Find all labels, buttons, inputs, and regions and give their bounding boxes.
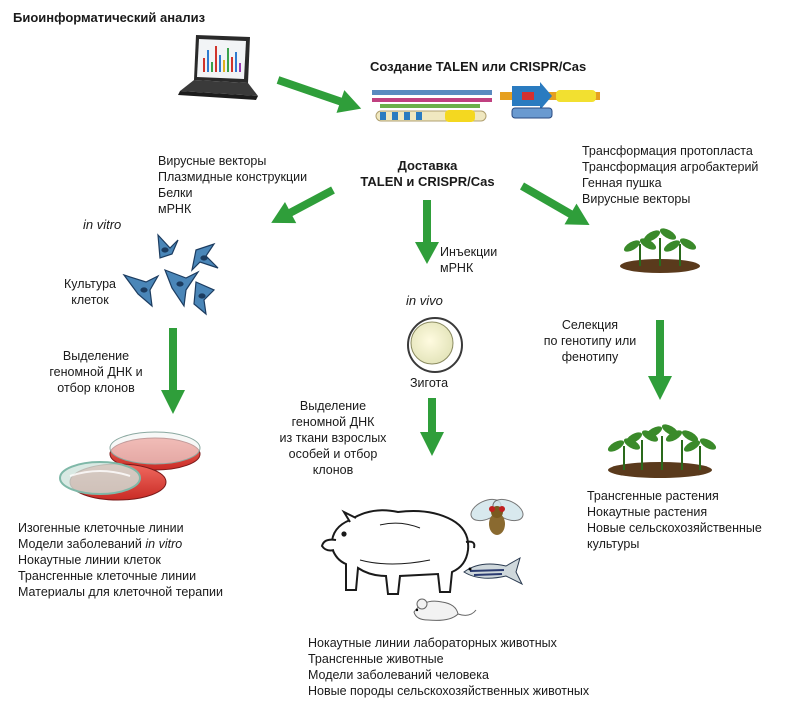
arrow-zygote-to-animals bbox=[420, 398, 444, 456]
left-result-item: Модели заболеваний in vitro bbox=[18, 536, 223, 552]
injection-label: Инъекции мРНК bbox=[440, 244, 497, 276]
middle-results-list: Нокаутные линии лабораторных животных Тр… bbox=[308, 635, 589, 699]
arrow-cells-to-dishes bbox=[161, 328, 185, 414]
zebrafish-icon bbox=[463, 556, 524, 586]
in-vitro-label: in vitro bbox=[83, 217, 122, 232]
selection-line: фенотипу bbox=[561, 350, 619, 364]
left-result-item: Изогенные клеточные линии bbox=[18, 521, 184, 535]
mouse-icon bbox=[413, 598, 477, 621]
left-method-item: Белки bbox=[158, 186, 193, 200]
genomic-left-line: геномной ДНК и bbox=[49, 365, 143, 379]
cell-culture-icon bbox=[122, 233, 219, 316]
laptop-icon bbox=[178, 35, 258, 100]
left-methods-list: Вирусные векторы Плазмидные конструкции … bbox=[158, 153, 307, 217]
right-result-item: Трансгенные растения bbox=[587, 489, 719, 503]
right-method-item: Вирусные векторы bbox=[582, 192, 691, 206]
middle-result-item: Новые породы сельскохозяйственных животн… bbox=[308, 684, 590, 698]
arrow-delivery-to-plants bbox=[520, 182, 590, 225]
right-method-item: Трансформация протопласта bbox=[582, 144, 753, 158]
selection-line: по генотипу или bbox=[543, 334, 637, 348]
left-result-item: Материалы для клеточной терапии bbox=[18, 585, 223, 599]
creation-title: Создание TALEN или CRISPR/Cas bbox=[370, 59, 587, 74]
middle-result-item: Трансгенные животные bbox=[308, 652, 444, 666]
delivery-line-1: Доставка bbox=[397, 158, 458, 173]
injection-line: Инъекции bbox=[440, 245, 498, 259]
genomic-left-line: отбор клонов bbox=[57, 381, 135, 395]
left-result-prefix: Модели заболеваний bbox=[18, 537, 146, 551]
construct-icon bbox=[500, 82, 600, 119]
delivery-line-2: TALEN и CRISPR/Cas bbox=[360, 174, 495, 189]
arrow-delivery-to-in-vivo bbox=[415, 200, 439, 264]
right-method-item: Трансформация агробактерий bbox=[582, 160, 759, 174]
left-method-item: Вирусные векторы bbox=[158, 154, 267, 168]
right-result-item: Новые сельскохозяйственные bbox=[587, 521, 762, 535]
middle-result-item: Нокаутные линии лабораторных животных bbox=[308, 636, 557, 650]
genomic-middle-line: из ткани взрослых bbox=[279, 431, 387, 445]
genomic-middle-line: Выделение bbox=[299, 399, 367, 413]
plants-icon bbox=[620, 228, 700, 273]
injection-line: мРНК bbox=[440, 261, 474, 275]
title: Биоинформатический анализ bbox=[13, 10, 206, 25]
delivery-label: Доставка TALEN и CRISPR/Cas bbox=[340, 158, 515, 190]
cell-culture-line: клеток bbox=[71, 293, 109, 307]
petri-dishes-icon bbox=[59, 431, 201, 501]
left-result-item: Нокаутные линии клеток bbox=[18, 553, 161, 567]
genomic-middle-line: особей и отбор bbox=[288, 447, 378, 461]
left-result-italic: in vitro bbox=[145, 537, 183, 551]
left-method-item: мРНК bbox=[158, 202, 192, 216]
selection-line: Селекция bbox=[561, 318, 619, 332]
right-methods-list: Трансформация протопласта Трансформация … bbox=[582, 143, 758, 207]
zygote-label: Зигота bbox=[410, 376, 449, 390]
arrow-plants-to-transgenic bbox=[648, 320, 672, 400]
zygote-icon bbox=[407, 317, 463, 373]
left-result-item: Трансгенные клеточные линии bbox=[18, 569, 197, 583]
in-vivo-label: in vivo bbox=[406, 293, 443, 308]
sequence-icon bbox=[372, 90, 492, 122]
genomic-left-label: Выделение геномной ДНК и отбор клонов bbox=[36, 348, 156, 396]
genomic-middle-line: клонов bbox=[312, 463, 354, 477]
pig-icon bbox=[320, 509, 476, 595]
genomic-left-line: Выделение bbox=[62, 349, 130, 363]
selection-right-label: Селекция по генотипу или фенотипу bbox=[530, 317, 650, 365]
cell-culture-line: Культура bbox=[64, 277, 116, 291]
genomic-middle-line: геномной ДНК bbox=[291, 415, 375, 429]
genomic-middle-label: Выделение геномной ДНК из ткани взрослых… bbox=[268, 398, 398, 478]
right-result-item: Нокаутные растения bbox=[587, 505, 708, 519]
fly-icon bbox=[470, 498, 524, 535]
arrow-analysis-to-creation bbox=[276, 76, 362, 113]
cell-culture-label: Культура клеток bbox=[50, 276, 130, 308]
right-result-item: культуры bbox=[587, 537, 640, 551]
arrows bbox=[161, 76, 672, 456]
left-method-item: Плазмидные конструкции bbox=[158, 170, 308, 184]
left-results-list: Изогенные клеточные линии Модели заболев… bbox=[18, 520, 223, 600]
arrow-delivery-to-in-vitro bbox=[271, 186, 335, 224]
middle-result-item: Модели заболеваний человека bbox=[308, 668, 489, 682]
right-method-item: Генная пушка bbox=[582, 176, 662, 190]
right-results-list: Трансгенные растения Нокаутные растения … bbox=[587, 488, 762, 552]
transgenic-plants-icon bbox=[607, 424, 717, 478]
